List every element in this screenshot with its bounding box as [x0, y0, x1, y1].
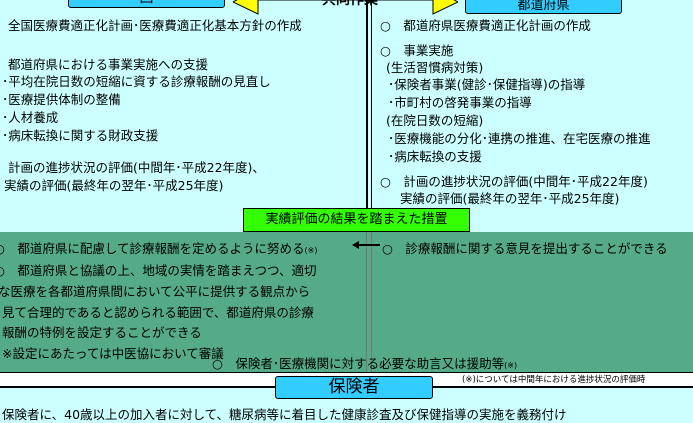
measure-line: ○ 都道府県と協議の上、地域の実情を踏まえつつ、適切	[0, 263, 317, 278]
left-line: ･病床転換に関する財政支援	[2, 128, 159, 143]
measure-line: ※設定にあたっては中医協において審議	[2, 346, 224, 361]
left-line: 実績の評価(最終年の翌年･平成25年度)	[4, 178, 224, 193]
measure-text: ○ 都道府県に配慮して診療報酬を定めるように努める	[0, 241, 305, 256]
left-line: ･人材養成	[2, 110, 59, 125]
measures-divider	[366, 232, 372, 372]
arrow-left-icon	[352, 241, 380, 249]
right-line: ･医療機能の分化･連携の推進、在宅医療の推進	[388, 131, 651, 146]
measure-line: な医療を各都道府県間において公平に提供する観点から	[0, 284, 311, 299]
prefecture-header: 都道府県	[465, 0, 622, 14]
left-line: 計画の進捗状況の評価(中間年･平成22年度)、	[8, 160, 265, 175]
right-line: (生活習慣病対策)	[386, 60, 484, 75]
footnote: (※)については中間年における進捗状況の評価時	[462, 375, 646, 385]
right-line: (在院日数の短縮)	[386, 113, 484, 128]
right-line: ○ 事業実施	[380, 43, 454, 58]
note-mark: (※)	[304, 246, 318, 255]
divider	[366, 0, 372, 372]
left-line: 全国医療費適正化計画･医療費適正化基本方針の作成	[8, 18, 302, 33]
right-line: ･保険者事業(健診･保健指導)の指導	[388, 77, 586, 92]
right-line: ○ 都道府県医療費適正化計画の作成	[380, 18, 591, 33]
left-line: 都道府県における事業実施への支援	[8, 57, 209, 72]
insurer-text: 保険者に、40歳以上の加入者に対して、糖尿病等に着目した健康診査及び保健指導の実…	[2, 407, 567, 422]
left-line: ･医療提供体制の整備	[2, 92, 121, 107]
measure-line: ○ 都道府県に配慮して診療報酬を定めるように努める(※)	[0, 238, 318, 257]
national-label: 国	[140, 0, 154, 6]
measures-header: 実績評価の結果を踏まえた措置	[243, 208, 470, 232]
note-mark: (※)	[504, 361, 518, 370]
prefecture-label: 都道府県	[517, 0, 570, 13]
measure-line: 見て合理的であると認められる範囲で、都道府県の診療	[2, 305, 314, 320]
insurer-header: 保険者	[275, 376, 433, 399]
measure-text: ○ 保険者･医療機関に対する必要な助言又は援助等	[212, 356, 505, 371]
joint-arrow-icon	[233, 0, 458, 15]
measure-bottom: ○ 保険者･医療機関に対する必要な助言又は援助等(※)	[212, 353, 517, 372]
measure-line: 報酬の特例を設定することができる	[2, 325, 202, 340]
measures-panel	[0, 232, 693, 372]
right-line: 実績の評価(最終年の翌年･平成25年度)	[400, 191, 620, 206]
left-line: ･平均在院日数の短縮に資する診療報酬の見直し	[2, 74, 271, 89]
national-header: 国	[68, 0, 225, 8]
insurer-label: 保険者	[328, 377, 380, 397]
right-line: ･市町村の啓発事業の指導	[388, 95, 532, 110]
joint-label: 共同作業	[322, 0, 378, 8]
right-line: ○ 計画の進捗状況の評価(中間年･平成22年度)	[380, 174, 648, 189]
right-line: ･病床転換の支援	[388, 149, 482, 164]
measure-right: ○ 診療報酬に関する意見を提出することができる	[382, 241, 668, 256]
